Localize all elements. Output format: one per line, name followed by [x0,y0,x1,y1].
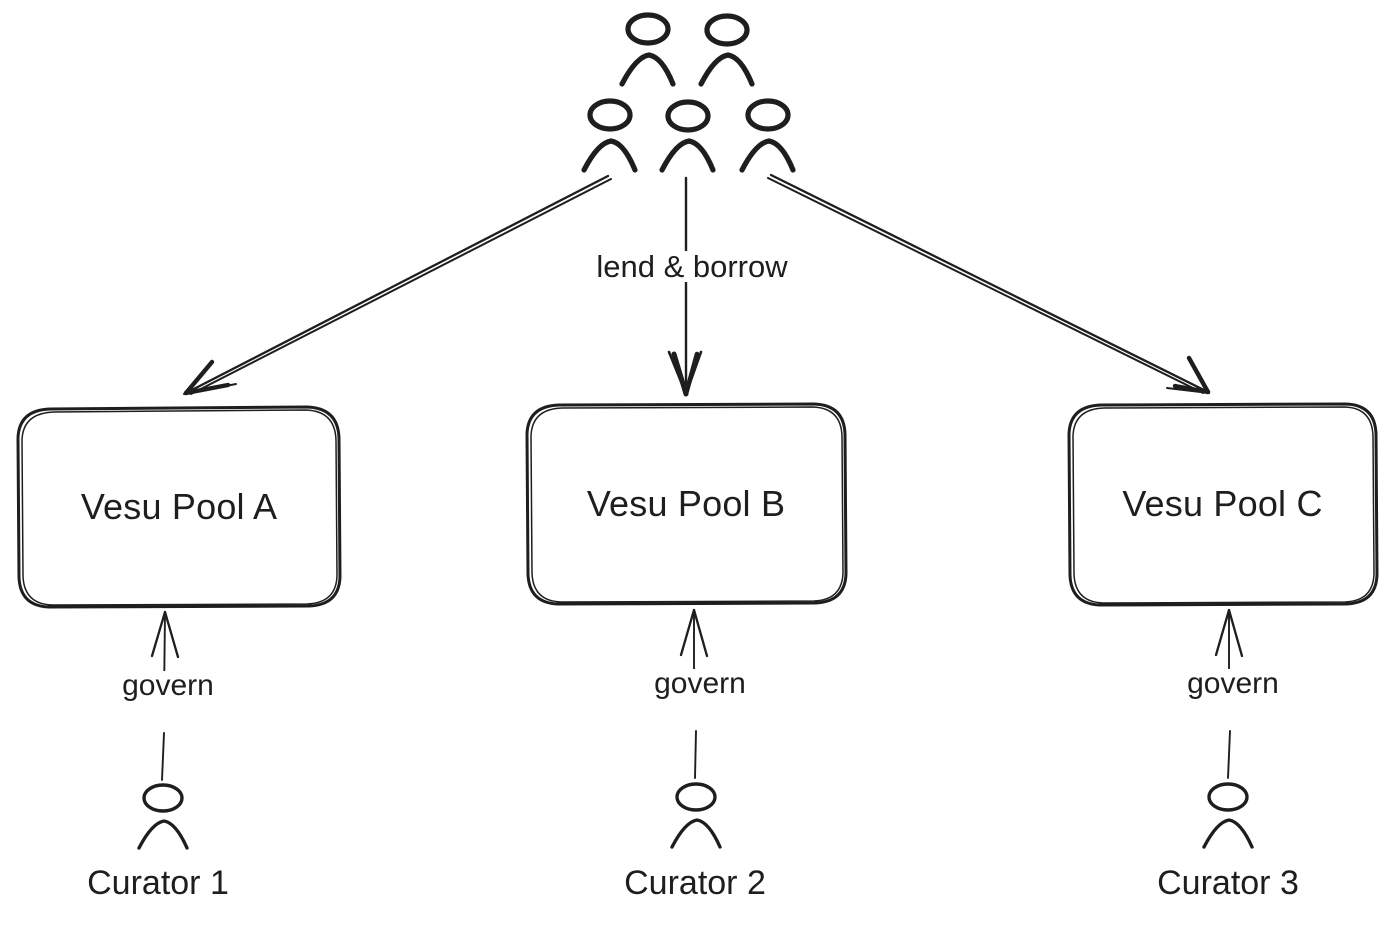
arrow-users-to-pool-c [767,173,1211,395]
curator-1-figure-icon [137,783,189,850]
curator-1-label: Curator 1 [87,864,229,902]
arrow-users-to-pool-a [183,174,612,396]
user-figure-icon [619,12,676,87]
pool-a-label: Vesu Pool A [80,486,278,527]
arrow-users-to-pool-b [667,176,703,397]
edge-label-lend-borrow: lend & borrow [556,251,828,282]
user-figure-icon [698,13,755,87]
govern-label-pool-b: govern [596,669,804,699]
curator-3-label: Curator 3 [1157,864,1299,902]
pool-b-label: Vesu Pool B [586,483,786,524]
curator-2-label: Curator 2 [624,864,766,902]
curator-3-figure-icon [1202,782,1254,849]
curator-2-figure-icon [670,782,722,849]
govern-label-pool-c: govern [1129,669,1337,699]
govern-label-pool-a: govern [64,671,272,701]
user-figure-icon [659,99,716,173]
user-figure-icon [739,98,796,173]
pool-a-box[interactable] [16,405,342,609]
arrow-curator3-governs-pool-c [1214,608,1244,779]
pool-c-box[interactable] [1067,402,1379,607]
pool-b-box[interactable] [525,402,848,606]
user-figure-icon [581,98,638,173]
pool-c-label: Vesu Pool C [1122,483,1323,524]
users-group-icon [581,12,796,173]
